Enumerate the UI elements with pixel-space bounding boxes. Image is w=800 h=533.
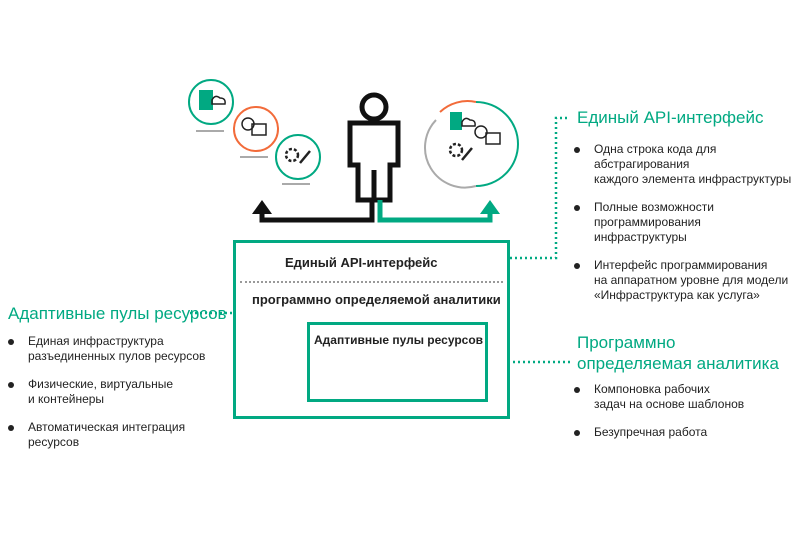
arrow-left-head — [252, 200, 272, 214]
left-title: Адаптивные пулы ресурсов — [8, 304, 227, 323]
cloud-icon — [199, 90, 213, 110]
api-box-divider — [240, 281, 503, 283]
connector-right-top — [510, 116, 570, 260]
arrow-right-path — [377, 200, 493, 223]
right-top-title: Единый API-интерфейс — [577, 108, 764, 127]
arrow-left-path — [259, 200, 375, 223]
right-bottom-title: Программно определяемая аналитика — [577, 333, 779, 373]
gear-icon — [284, 147, 300, 163]
arrow-right-head — [480, 200, 500, 214]
left-icon-cluster — [188, 79, 321, 185]
wrench-icon — [299, 150, 311, 164]
api-box-subtitle: программно определяемой аналитики — [252, 292, 501, 307]
right-icon-cluster — [424, 100, 519, 189]
inner-pools-box — [307, 322, 488, 402]
list-item: Безупречная работа — [574, 425, 784, 440]
api-box-title: Единый API-интерфейс — [285, 255, 438, 270]
inner-pools-title: Адаптивные пулы ресурсов — [314, 333, 484, 347]
person-icon — [347, 92, 401, 203]
